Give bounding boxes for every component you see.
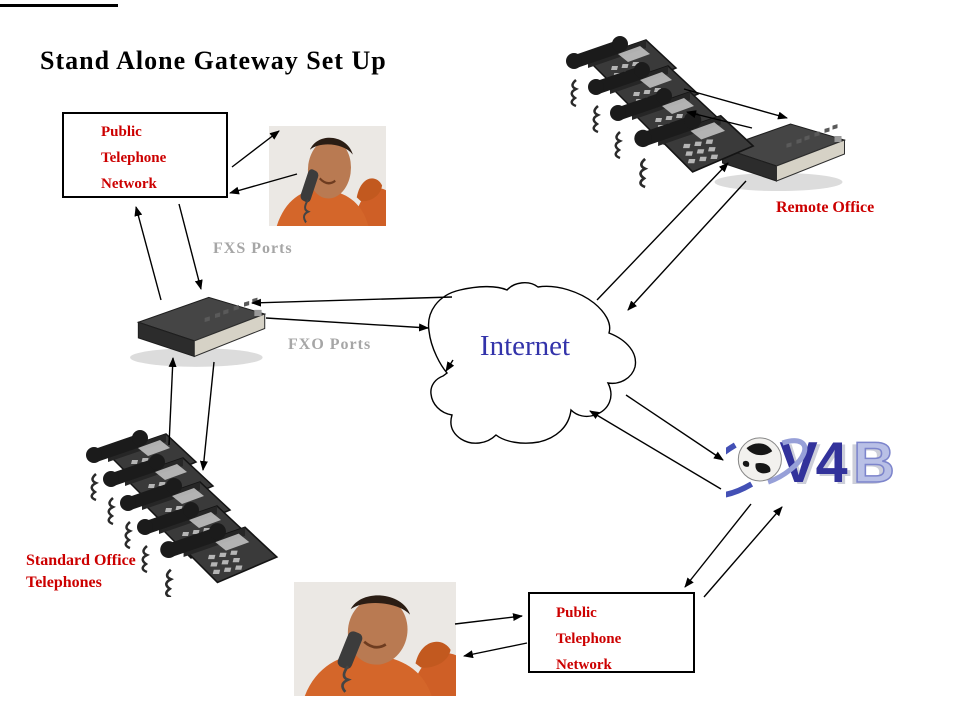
arrow-cloud-to-v4b	[625, 394, 724, 461]
standard-office-line2: Telephones	[26, 574, 102, 591]
arrow-v4b-to-ptn-bottom	[684, 503, 752, 588]
arrow-ptn-bottom-to-person	[463, 642, 528, 659]
ptn-bottom-line: Network	[556, 657, 612, 673]
arrow-ptn-top-to-gateway	[178, 203, 203, 290]
arrow-gateway-to-cloud	[265, 317, 429, 332]
arrow-v4b-to-cloud	[589, 410, 722, 490]
ptn-top-line: Public	[101, 124, 142, 140]
arrow-remote-gateway-to-cloud	[627, 180, 747, 311]
diagram-title: Stand Alone Gateway Set Up	[40, 46, 387, 75]
fxs-ports-label: FXS Ports	[213, 240, 293, 257]
public-telephone-network-box-bottom: Public Telephone Network	[528, 592, 695, 673]
internet-label: Internet	[479, 330, 571, 362]
standard-office-telephones-label: Standard Office Telephones	[26, 550, 136, 594]
ptn-top-line: Telephone	[101, 150, 167, 166]
arrow-cloud-edge-stub	[445, 359, 455, 372]
desk-phone-stack-standard-office	[84, 428, 279, 597]
person-on-phone-photo-bottom	[294, 582, 456, 696]
standard-office-line1: Standard Office	[26, 552, 136, 569]
gateway-device-left	[129, 296, 266, 368]
page-edge-rule	[0, 4, 118, 7]
arrow-ptn-bottom-to-v4b	[703, 506, 783, 598]
remote-office-label: Remote Office	[776, 199, 875, 216]
fxo-ports-label: FXO Ports	[288, 336, 372, 353]
ptn-bottom-line: Telephone	[556, 631, 622, 647]
person-on-phone-photo-top	[269, 126, 386, 226]
arrow-cloud-to-gateway	[251, 296, 453, 307]
desk-phone-stack-remote	[564, 34, 755, 189]
ptn-top-line: Network	[101, 176, 157, 192]
arrow-person-to-ptn-bottom	[454, 613, 523, 625]
ptn-bottom-line: Public	[556, 605, 597, 621]
v4b-logo	[726, 418, 921, 506]
public-telephone-network-box-top: Public Telephone Network	[62, 112, 228, 198]
